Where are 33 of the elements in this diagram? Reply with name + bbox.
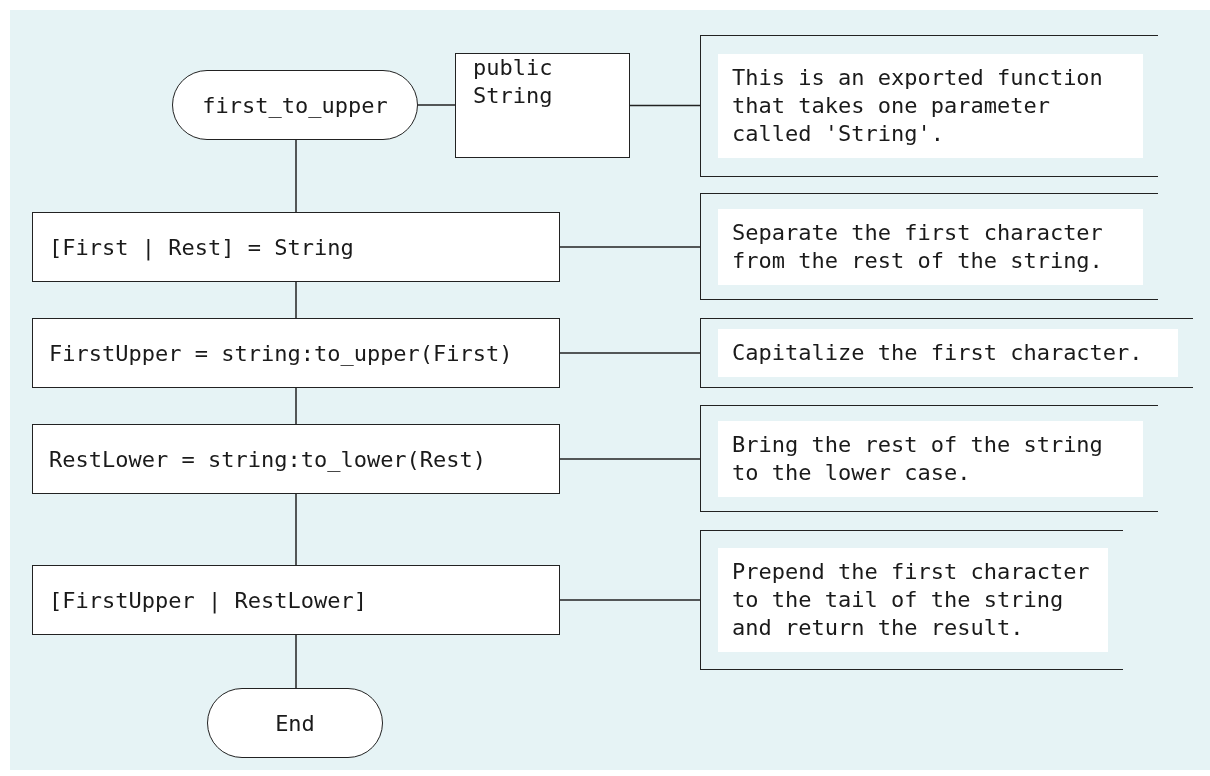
node-label: RestLower = string:to_lower(Rest)	[49, 445, 487, 474]
connector-line	[629, 104, 701, 107]
process-box	[455, 53, 630, 158]
connector-line	[295, 493, 297, 566]
node-label: [FirstUpper | RestLower]	[49, 586, 367, 616]
process-box	[32, 318, 560, 388]
node-label: FirstUpper = string:to_upper(First)	[49, 339, 513, 368]
connector-line	[559, 458, 701, 460]
comment-text: Prepend the first character to the tail of the string and return the result.	[732, 558, 1091, 642]
comment-bracket	[700, 193, 1158, 300]
node-label: public String	[473, 54, 554, 110]
connector-line	[559, 352, 701, 354]
comment-text: Capitalize the first character.	[732, 339, 1144, 367]
connector-line	[559, 599, 701, 601]
comment-text: This is an exported function that takes one parameter called 'String'.	[732, 64, 1104, 148]
connector-line	[295, 634, 297, 689]
comment-text: Bring the rest of the string to the lower case.	[732, 430, 1104, 487]
comment-bracket	[700, 530, 1123, 670]
connector-line	[417, 104, 456, 106]
node-label: first_to_upper	[202, 91, 388, 120]
comment-bracket	[700, 405, 1158, 512]
process-box	[32, 565, 560, 635]
comment-text: Separate the first character from the rest of the string.	[732, 218, 1104, 275]
comment-bracket	[700, 35, 1158, 177]
connector-line	[295, 281, 297, 319]
comment-bracket	[700, 318, 1193, 388]
connector-line	[295, 139, 297, 213]
process-box	[32, 212, 560, 282]
node-label: End	[275, 709, 315, 738]
connector-line	[559, 246, 701, 248]
connector-line	[295, 387, 297, 425]
node-label: [First | Rest] = String	[49, 233, 354, 263]
process-box	[32, 424, 560, 494]
